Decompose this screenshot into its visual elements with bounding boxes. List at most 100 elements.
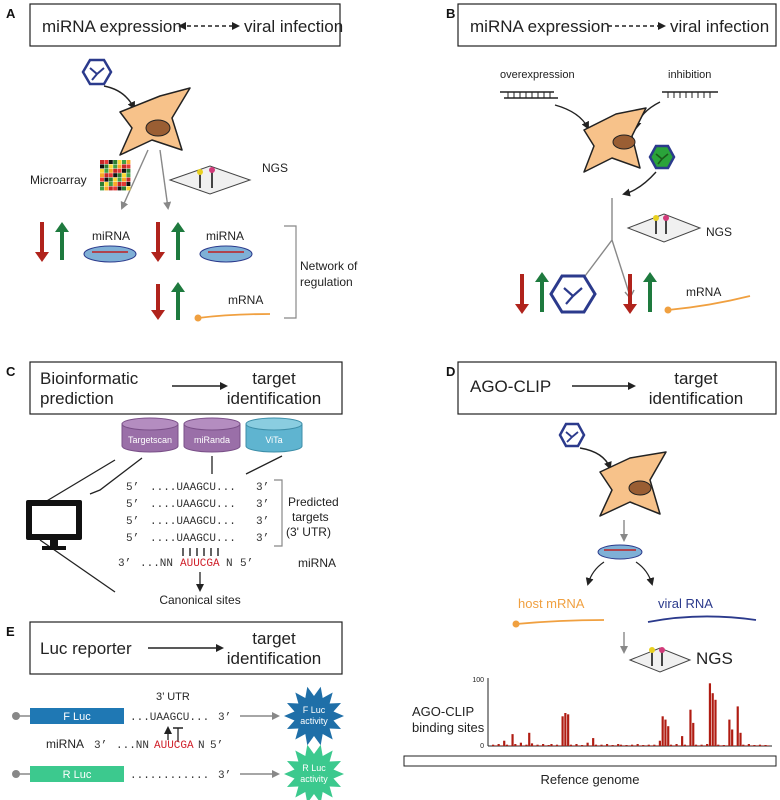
chart-bar (683, 744, 686, 746)
header-e-right-1: target (252, 629, 296, 648)
target-seq: ....UAAGCU... (150, 533, 236, 545)
chart-bar (492, 744, 495, 746)
header-box-b (457, 3, 777, 47)
microarray-spot (100, 168, 104, 173)
ngs-arrow (159, 149, 172, 210)
microarray-arrow (120, 149, 149, 210)
chart-ymin-label: 0 (480, 743, 484, 750)
database-targetscan: Targetscan (121, 417, 179, 453)
db-miranda-label: miRanda (194, 435, 230, 445)
network-line2: regulation (300, 275, 353, 289)
overexpression-duplex-icon (500, 91, 558, 99)
database-vita: ViTa (245, 417, 303, 453)
chart-bar (514, 744, 517, 746)
microarray-spot (100, 186, 104, 191)
chart-bar (536, 744, 539, 746)
chart-bar (672, 745, 675, 746)
network-bracket (284, 225, 297, 319)
chart-bar (569, 744, 573, 746)
microarray-spot (117, 177, 122, 182)
microarray-spot (122, 177, 126, 182)
mirna-suffix-e: N (198, 740, 205, 752)
chart-bar (494, 745, 497, 746)
chart-bar (647, 744, 650, 746)
mirna-sequence-c: 3’ ...NN AUUCGA N 5’ (118, 558, 253, 570)
header-box-e (29, 621, 343, 675)
panel-label-a: A (6, 6, 16, 21)
microarray-spot (100, 177, 104, 182)
chart-bar (750, 745, 753, 746)
chart-bar (525, 744, 528, 746)
chart-bar (611, 745, 614, 746)
target-sequence-4: 5’ ....UAAGCU... 3’ (126, 533, 269, 545)
chart-bar (567, 714, 570, 746)
chart-bar (619, 744, 623, 746)
chart-bar (725, 745, 728, 746)
chart-bar (550, 744, 553, 746)
chart-bar (675, 744, 678, 746)
cell-icon-d (599, 451, 667, 517)
ngs-chip-icon-b (626, 213, 702, 243)
chart-bar (667, 726, 670, 746)
mirna-label-e: miRNA (46, 737, 84, 751)
microarray-spot (126, 177, 131, 182)
chart-bar (628, 745, 631, 746)
network-line1: Network of (300, 259, 358, 273)
chart-bar (539, 745, 542, 746)
chart-bar (555, 744, 559, 746)
target-3p: 3’ (256, 533, 269, 545)
header-e-left: Luc reporter (40, 639, 132, 658)
chart-bar (706, 744, 709, 746)
microarray-spot (104, 160, 109, 164)
microarray-spot (104, 186, 109, 191)
chart-bar (586, 742, 589, 746)
microarray-spot (108, 160, 113, 164)
microarray-spot (122, 164, 126, 169)
panel-e: E Luc reporter target identification 3’ … (6, 621, 344, 800)
chart-bar (653, 744, 656, 746)
target-3p: 3’ (256, 482, 269, 494)
rluc-activity-burst: R Luc activity (284, 744, 344, 800)
inhibition-label: inhibition (668, 69, 711, 81)
predicted-line2: targets (292, 510, 329, 524)
repression-symbol (164, 726, 183, 742)
chart-bar (528, 732, 531, 746)
microarray-spot (117, 160, 122, 164)
predicted-line3: (3' UTR) (286, 525, 331, 539)
microarray-icon (100, 160, 131, 191)
chart-bar (636, 744, 639, 746)
chart-bar (530, 743, 534, 746)
mrna-label-a: mRNA (228, 293, 263, 307)
db-connector-lines (89, 455, 283, 495)
reference-genome-bar (403, 755, 777, 767)
header-box-c (29, 361, 343, 415)
db-vita-label: ViTa (265, 435, 282, 445)
fluc-label: F Luc (63, 711, 91, 723)
host-mrna-label: host mRNA (518, 596, 585, 611)
chart-bar (625, 745, 628, 746)
chart-bars (492, 683, 770, 746)
header-a-right: viral infection (244, 17, 343, 36)
header-b-left: miRNA expression (470, 17, 610, 36)
host-mrna-icon (512, 619, 605, 628)
cell-icon-b (583, 107, 647, 173)
viral-rna-label: viral RNA (658, 596, 713, 611)
chart-bar (758, 744, 762, 746)
header-e-right-2: identification (227, 649, 322, 668)
chart-bar (631, 744, 634, 746)
microarray-spot (108, 177, 113, 182)
virus-icon-b (648, 144, 676, 170)
mirna-sequence-e: 3’ ...NN AUUCGA N 5’ (94, 740, 223, 752)
chart-bar (605, 744, 609, 746)
chart-bar (583, 745, 586, 746)
target-5p: 5’ (126, 499, 139, 511)
ago-mirna-icon-a2 (199, 245, 253, 263)
infection-arrow-a (103, 85, 135, 110)
db-targetscan-label: Targetscan (128, 435, 172, 445)
chart-bar (575, 744, 578, 746)
chart-bar (742, 744, 745, 746)
reference-genome-label: Refence genome (540, 772, 639, 787)
microarray-spot (126, 182, 131, 186)
microarray-label: Microarray (30, 173, 87, 187)
chart-bar (603, 745, 606, 746)
